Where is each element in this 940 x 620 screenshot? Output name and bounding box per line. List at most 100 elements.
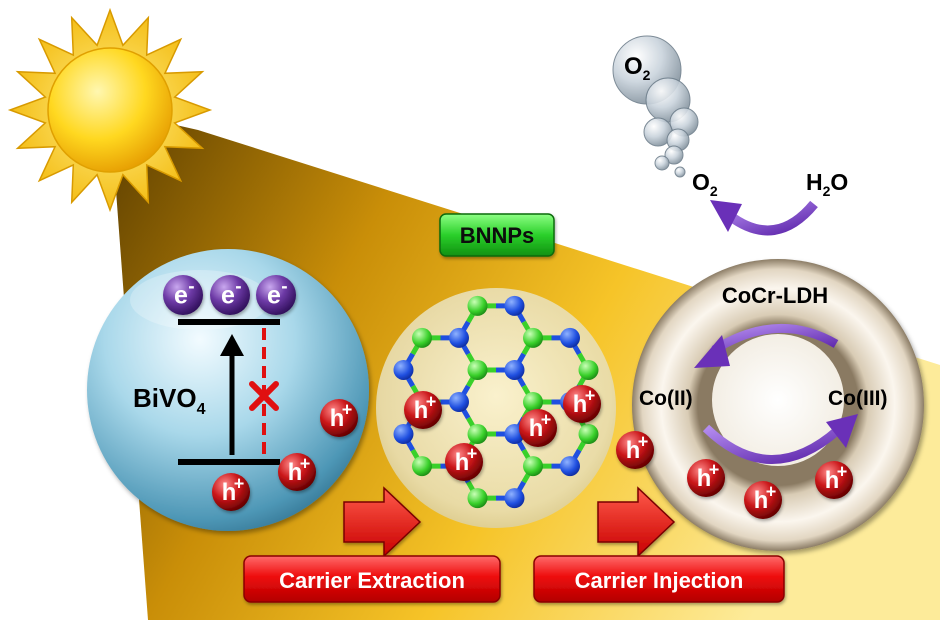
bnnps-hole-3: h+: [563, 385, 601, 423]
boron-atom: [504, 359, 525, 380]
electron-2: e-: [210, 275, 250, 315]
cocr-ldh-particle: CoCr-LDH Co(II) Co(III) h+h+h+h+: [616, 259, 924, 551]
carrier-injection-tag: Carrier Injection: [533, 555, 785, 603]
carrier-extraction-label: Carrier Extraction: [279, 568, 465, 593]
oxygen-bubbles: [612, 35, 699, 178]
boron-atom: [504, 488, 525, 509]
nitrogen-atom: [467, 424, 488, 445]
nitrogen-atom: [412, 327, 432, 348]
bivo4-label: BiVO4: [133, 383, 206, 418]
bnnps-hole-1-charge: +: [426, 392, 437, 412]
nitrogen-atom: [578, 424, 599, 445]
bivo4-hole-3: h+: [212, 473, 250, 511]
oxidation-arrowhead: [694, 335, 730, 368]
nitrogen-atom: [467, 488, 488, 509]
bnnps-hole-1: h+: [404, 391, 442, 429]
bivo4-hole-3-charge: +: [234, 474, 245, 494]
reduction-arrowhead: [826, 414, 858, 448]
ldh-label: CoCr-LDH: [722, 283, 828, 308]
bivo4-hole-2-charge: +: [300, 454, 311, 474]
bnnps-tag: BNNPs: [439, 213, 555, 257]
water-oxidation-arc: [727, 200, 818, 236]
sun-disc: [47, 47, 173, 173]
bivo4-holes: h+h+h+: [212, 399, 358, 511]
excitation-arrowhead: [220, 334, 244, 356]
ldh-hole-2-charge: +: [709, 460, 720, 480]
ldh-hole-3-charge: +: [766, 482, 777, 502]
ldh-hole-2-symbol: h: [697, 465, 712, 492]
ldh-hole-4-charge: +: [837, 462, 848, 482]
boron-atom: [504, 295, 525, 316]
ldh-hole-1: h+: [616, 431, 654, 469]
o2-product-label: O2: [692, 169, 718, 199]
nitrogen-atom: [578, 359, 599, 380]
nitrogen-atom: [467, 295, 488, 316]
electron-3-symbol: e: [267, 281, 281, 309]
bnnps-particle: h+h+h+h+ BNNPs: [376, 213, 616, 528]
blocked-recombination-icon: [249, 381, 279, 411]
injection-arrow: [597, 486, 676, 558]
ldh-holes: h+h+h+h+: [616, 431, 853, 519]
bnnps-hole-4-symbol: h: [455, 449, 470, 476]
boron-atom: [393, 424, 414, 445]
boron-atom: [449, 392, 469, 412]
carrier-extraction-tag: Carrier Extraction: [243, 555, 501, 603]
ldh-hole-1-charge: +: [638, 432, 649, 452]
co-ii-label: Co(II): [639, 387, 693, 410]
bivo4-hole-1-symbol: h: [330, 405, 345, 432]
bnnps-label: BNNPs: [460, 223, 535, 248]
bubble-8: [674, 166, 686, 178]
ldh-ring-hole: [712, 334, 844, 466]
electron-2-symbol: e: [221, 281, 235, 309]
bivo4-hole-3-symbol: h: [222, 479, 237, 506]
electron-1-symbol: e: [174, 281, 188, 309]
electron-group: e-e-e-: [163, 275, 296, 315]
oxidation-arc: [711, 324, 839, 354]
electron-1-charge: -: [188, 277, 194, 298]
bivo4-hole-1: h+: [320, 399, 358, 437]
bubble-7: [654, 155, 670, 171]
bivo4-particle: BiVO4 e-e-e- h+h+h+: [87, 249, 369, 531]
ldh-hole-4-symbol: h: [825, 467, 840, 494]
sun-icon: [7, 7, 213, 213]
ldh-hole-3-symbol: h: [754, 487, 769, 514]
ldh-hole-3: h+: [744, 481, 782, 519]
electron-2-charge: -: [235, 277, 241, 298]
carrier-injection-label: Carrier Injection: [575, 568, 744, 593]
bnnps-hole-2: h+: [519, 409, 557, 447]
boron-atom: [560, 456, 580, 477]
nitrogen-atom: [523, 327, 543, 348]
bnnps-holes: h+h+h+h+: [404, 385, 601, 481]
bubble-6: [664, 145, 684, 165]
boron-atom: [560, 327, 580, 348]
nitrogen-atom: [412, 456, 432, 477]
extraction-arrow: [343, 486, 422, 558]
bubble-o2-label: O2: [624, 53, 651, 83]
bnnps-hole-2-charge: +: [541, 410, 552, 430]
bivo4-hole-1-charge: +: [342, 400, 353, 420]
bivo4-hole-2: h+: [278, 453, 316, 491]
nitrogen-atom: [523, 392, 543, 412]
electron-3: e-: [256, 275, 296, 315]
boron-atom: [393, 359, 414, 380]
reduction-arc: [702, 424, 841, 464]
bnnps-hole-1-symbol: h: [414, 397, 429, 424]
bivo4-hole-2-symbol: h: [288, 459, 303, 486]
nitrogen-atom: [523, 456, 543, 477]
ldh-hole-1-symbol: h: [626, 437, 641, 464]
boron-atom: [449, 327, 469, 348]
bnnps-hole-3-charge: +: [585, 386, 596, 406]
co-iii-label: Co(III): [828, 387, 887, 410]
bnnps-hole-4: h+: [445, 443, 483, 481]
h2o-reactant-label: H2O: [806, 169, 848, 199]
electron-3-charge: -: [281, 277, 287, 298]
nitrogen-atom: [467, 359, 488, 380]
bnnps-hole-4-charge: +: [467, 444, 478, 464]
electron-1: e-: [163, 275, 203, 315]
ldh-hole-4: h+: [815, 461, 853, 499]
bnnps-hole-2-symbol: h: [529, 415, 544, 442]
water-oxidation-arrowhead: [710, 200, 742, 232]
ldh-hole-2: h+: [687, 459, 725, 497]
